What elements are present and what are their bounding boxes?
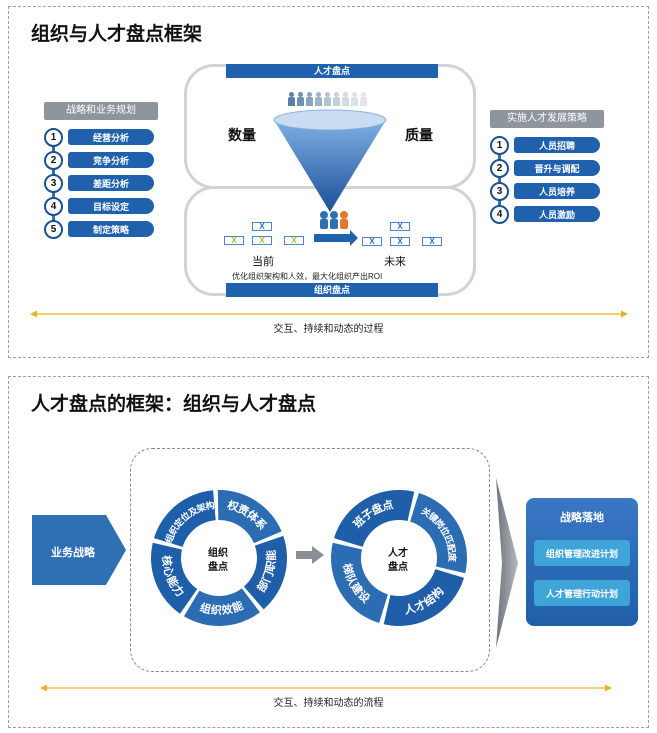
- org-box-icon: X: [390, 237, 410, 246]
- person-icon: [306, 92, 313, 106]
- step-number: 2: [490, 158, 509, 178]
- talent-review-band: 人才盘点: [226, 64, 438, 78]
- org-box-icon: X: [252, 222, 272, 231]
- ring-center-line: 盘点: [388, 562, 408, 573]
- flow-timeline-arrow: [40, 684, 612, 692]
- step-number: 4: [44, 196, 63, 216]
- org-box-icon: X: [252, 236, 272, 245]
- step-label: 经营分析: [68, 129, 154, 145]
- step-label: 人员培养: [514, 183, 600, 199]
- cycle-segment: [331, 542, 388, 624]
- list-item: 3 人员培养: [490, 180, 604, 202]
- flow-caption: 交互、持续和动态的流程: [273, 698, 384, 709]
- team-icon: [314, 211, 358, 246]
- step-label: 竞争分析: [68, 152, 154, 168]
- step-label: 晋升与调配: [514, 160, 600, 176]
- list-item: 4 目标设定: [44, 195, 158, 217]
- talent-development-box: 实施人才发展策略 1 人员招聘 2 晋升与调配 3 人员培养 4 人员激励: [490, 110, 604, 226]
- step-number: 1: [44, 127, 63, 147]
- cycle-segment: [333, 490, 415, 547]
- ring-center-line: 盘点: [208, 562, 228, 573]
- cycle-segment: [217, 490, 282, 544]
- talent-action-plan: 人才管理行动计划: [534, 580, 630, 606]
- roi-text: 优化组织架构和人效，最大化组织产出ROI: [232, 272, 383, 281]
- cycle-segment: [153, 490, 216, 547]
- cycle-segment: [410, 492, 467, 574]
- review-cycles-frame: [130, 448, 490, 672]
- talent-development-header: 实施人才发展策略: [490, 110, 604, 128]
- org-review-center: 组织 盘点: [196, 547, 240, 575]
- person-icon: [333, 92, 340, 106]
- org-box-icon: X: [284, 236, 304, 245]
- ring-center-line: 人才: [388, 548, 408, 559]
- strategy-planning-list: 1 经营分析 2 竞争分析 3 差距分析 4 目标设定 5 制定策略: [44, 126, 158, 240]
- chevron-right-icon: [496, 478, 518, 648]
- step-number: 3: [490, 181, 509, 201]
- funnel-icon: [273, 109, 387, 212]
- panel1-title: 组织与人才盘点框架: [31, 23, 203, 45]
- list-item: 2 竞争分析: [44, 149, 158, 171]
- process-caption: 交互、持续和动态的过程: [273, 324, 384, 335]
- list-item: 3 差距分析: [44, 172, 158, 194]
- cycle-segment: [243, 535, 287, 610]
- talent-review-cycle: 班子盘点关键岗位匹配度人才结构梯队建设: [331, 490, 467, 626]
- person-icon: [315, 92, 322, 106]
- current-label: 当前: [252, 256, 274, 268]
- strategy-execution-title: 战略落地: [560, 512, 604, 524]
- org-review-cycle: 组织定位及架构权责体系部门职能组织效能核心能力: [151, 490, 287, 626]
- org-box-icon: X: [224, 236, 244, 245]
- list-item: 5 制定策略: [44, 218, 158, 240]
- step-label: 人员招聘: [514, 137, 600, 153]
- business-strategy-arrow: [32, 515, 126, 585]
- person-icon: [297, 92, 304, 106]
- people-row-icon: [288, 92, 367, 106]
- step-number: 2: [44, 150, 63, 170]
- future-label: 未来: [384, 256, 406, 268]
- org-improvement-plan: 组织管理改进计划: [534, 540, 630, 566]
- step-label: 人员激励: [514, 206, 600, 222]
- list-item: 2 晋升与调配: [490, 157, 604, 179]
- business-strategy-label: 业务战略: [51, 547, 95, 559]
- person-icon: [342, 92, 349, 106]
- quantity-label: 数量: [228, 127, 256, 143]
- process-timeline-arrow: [30, 310, 628, 318]
- org-box-icon: X: [362, 237, 382, 246]
- list-item: 4 人员激励: [490, 203, 604, 225]
- person-icon: [360, 92, 367, 106]
- panel2-title: 人才盘点的框架：组织与人才盘点: [31, 393, 317, 415]
- step-label: 目标设定: [68, 198, 154, 214]
- step-number: 3: [44, 173, 63, 193]
- step-number: 4: [490, 204, 509, 224]
- ring-center-line: 组织: [208, 548, 228, 559]
- cycle-segment: [383, 569, 465, 626]
- person-icon: [324, 92, 331, 106]
- step-label: 制定策略: [68, 221, 154, 237]
- person-icon: [288, 92, 295, 106]
- strategy-planning-header: 战略和业务规划: [44, 102, 158, 120]
- next-arrow-icon: [296, 546, 324, 564]
- list-connector-line: [498, 138, 501, 221]
- cycle-segment: [183, 588, 260, 626]
- step-label: 差距分析: [68, 175, 154, 191]
- cycle-segment: [151, 542, 198, 614]
- strategy-planning-box: 战略和业务规划 1 经营分析 2 竞争分析 3 差距分析 4 目标设定 5 制定策略: [44, 102, 158, 241]
- list-item: 1 人员招聘: [490, 134, 604, 156]
- talent-development-list: 1 人员招聘 2 晋升与调配 3 人员培养 4 人员激励: [490, 134, 604, 225]
- step-number: 5: [44, 219, 63, 239]
- list-item: 1 经营分析: [44, 126, 158, 148]
- org-box-icon: X: [422, 237, 442, 246]
- person-icon: [351, 92, 358, 106]
- step-number: 1: [490, 135, 509, 155]
- org-box-icon: X: [390, 222, 410, 231]
- talent-review-center: 人才 盘点: [376, 547, 420, 575]
- org-review-band: 组织盘点: [226, 283, 438, 297]
- quality-label: 质量: [405, 127, 433, 143]
